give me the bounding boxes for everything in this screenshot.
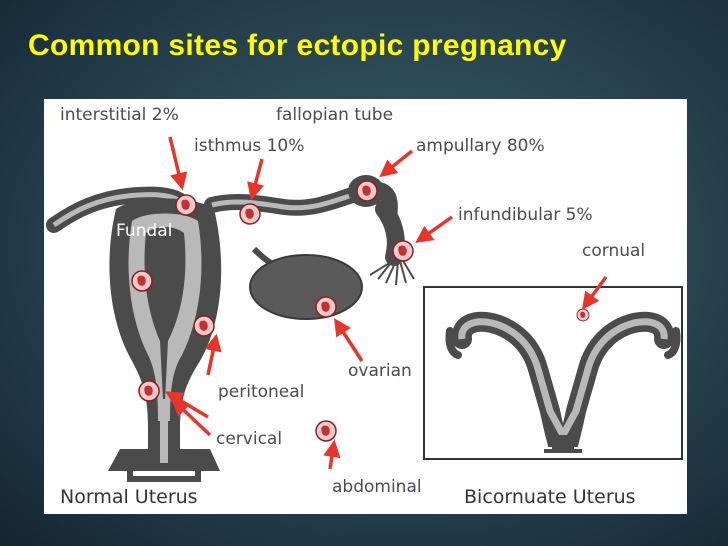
anatomy-illustration bbox=[46, 136, 683, 482]
label-peritoneal: peritoneal bbox=[218, 382, 305, 402]
label-fundal: Fundal bbox=[116, 221, 173, 241]
label-infundibular: infundibular 5% bbox=[458, 205, 593, 225]
label-cornual: cornual bbox=[582, 241, 646, 261]
label-isthmus: isthmus 10% bbox=[194, 136, 305, 156]
slide-title: Common sites for ectopic pregnancy bbox=[28, 29, 567, 62]
label-cervical: cervical bbox=[216, 429, 283, 449]
label-ovarian: ovarian bbox=[348, 361, 412, 381]
normal-uterus-drawing bbox=[46, 175, 415, 482]
label-interstitial: interstitial 2% bbox=[60, 105, 179, 125]
label-abdominal: abdominal bbox=[332, 477, 422, 497]
label-normal-uterus: Normal Uterus bbox=[60, 486, 198, 508]
label-ampullary: ampullary 80% bbox=[416, 136, 545, 156]
bicornuate-inset bbox=[423, 286, 683, 460]
ectopic-sites-figure: interstitial 2% fallopian tube isthmus 1… bbox=[44, 99, 687, 514]
label-bicornuate-uterus: Bicornuate Uterus bbox=[464, 486, 636, 508]
pointer-arrows bbox=[164, 136, 608, 470]
label-fallopian-tube: fallopian tube bbox=[276, 105, 394, 125]
